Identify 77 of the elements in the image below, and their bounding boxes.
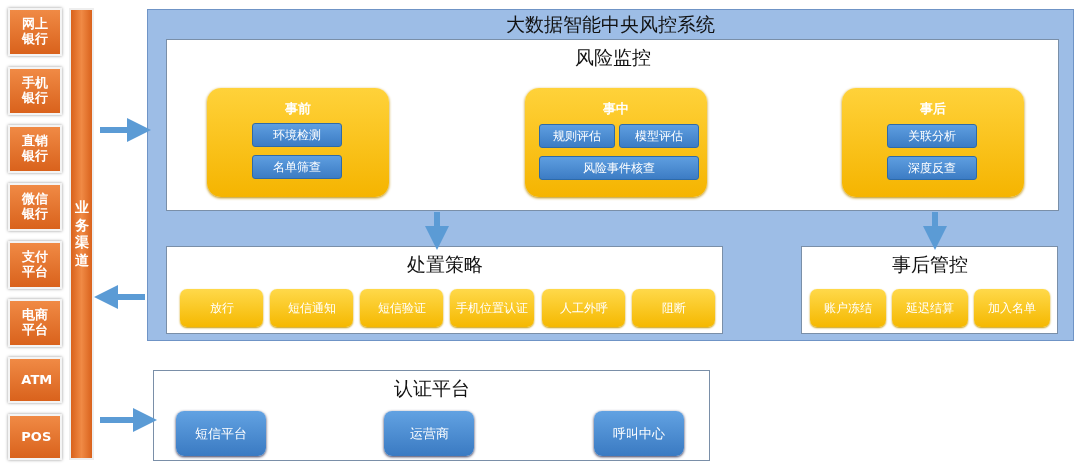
label: 短信平台 [195, 424, 247, 443]
label: 运营商 [409, 424, 449, 443]
action-box [810, 289, 886, 327]
label: 名单筛查 [273, 158, 321, 176]
label: 网上银行 [21, 17, 49, 47]
action-box [360, 289, 443, 327]
channel-box [8, 125, 62, 173]
channel-box [8, 299, 62, 347]
channel-box [8, 8, 62, 56]
function-box [539, 124, 615, 148]
label: 加入名单 [987, 300, 1037, 316]
heading: 大数据智能中央风控系统 [505, 12, 716, 37]
label: 放行 [208, 300, 235, 316]
channel-box [8, 183, 62, 231]
channel-bar [69, 8, 94, 460]
action-box [974, 289, 1050, 327]
label: 短信验证 [376, 300, 427, 316]
label: 关联分析 [908, 127, 956, 145]
arrow [425, 212, 449, 250]
label: POS [21, 429, 49, 445]
function-box [252, 123, 342, 147]
label: 手机银行 [21, 76, 49, 106]
action-box [632, 289, 715, 327]
platform-box [594, 411, 684, 456]
label: 人工外呼 [558, 300, 609, 316]
stage-box [207, 88, 389, 197]
label: 短信通知 [286, 300, 337, 316]
heading: 认证平台 [392, 376, 471, 401]
label: 模型评估 [635, 127, 683, 145]
monitor-panel [166, 39, 1059, 211]
label: 业务渠道 [74, 199, 89, 269]
label: 手机位置认证 [455, 300, 529, 316]
label: ATM [21, 372, 49, 388]
heading: 处置策略 [405, 252, 484, 277]
function-box [539, 156, 699, 180]
strategy-panel [166, 246, 723, 334]
arrow [100, 408, 157, 432]
heading: 事后 [919, 100, 947, 118]
function-box [252, 155, 342, 179]
system-panel [147, 9, 1074, 341]
function-box [887, 124, 977, 148]
arrow [100, 118, 151, 142]
heading: 事前 [284, 100, 312, 118]
label: 电商平台 [21, 308, 49, 338]
action-box [180, 289, 263, 327]
action-box [270, 289, 353, 327]
label: 支付平台 [21, 250, 49, 280]
label: 风险事件核查 [583, 159, 655, 177]
stage-box [525, 88, 707, 197]
heading: 事后管控 [890, 252, 969, 277]
label: 直销银行 [21, 134, 49, 164]
platform-box [384, 411, 474, 456]
label: 深度反查 [908, 159, 956, 177]
function-box [619, 124, 699, 148]
label: 延迟结算 [905, 300, 955, 316]
label: 微信银行 [21, 192, 49, 222]
stage-box [842, 88, 1024, 197]
action-box [450, 289, 534, 327]
function-box [887, 156, 977, 180]
arrow [923, 212, 947, 250]
action-box [892, 289, 968, 327]
heading: 事中 [602, 100, 630, 118]
label: 账户冻结 [823, 300, 873, 316]
channel-box [8, 67, 62, 115]
channel-box [8, 357, 62, 403]
channel-box [8, 241, 62, 289]
platform-box [176, 411, 266, 456]
channel-box [8, 414, 62, 460]
auth-panel [153, 370, 710, 461]
heading: 风险监控 [573, 45, 652, 70]
control-panel [801, 246, 1058, 334]
label: 阻断 [660, 300, 687, 316]
arrow [94, 285, 145, 309]
label: 规则评估 [553, 127, 601, 145]
label: 环境检测 [273, 126, 321, 144]
action-box [542, 289, 625, 327]
label: 呼叫中心 [613, 424, 665, 443]
